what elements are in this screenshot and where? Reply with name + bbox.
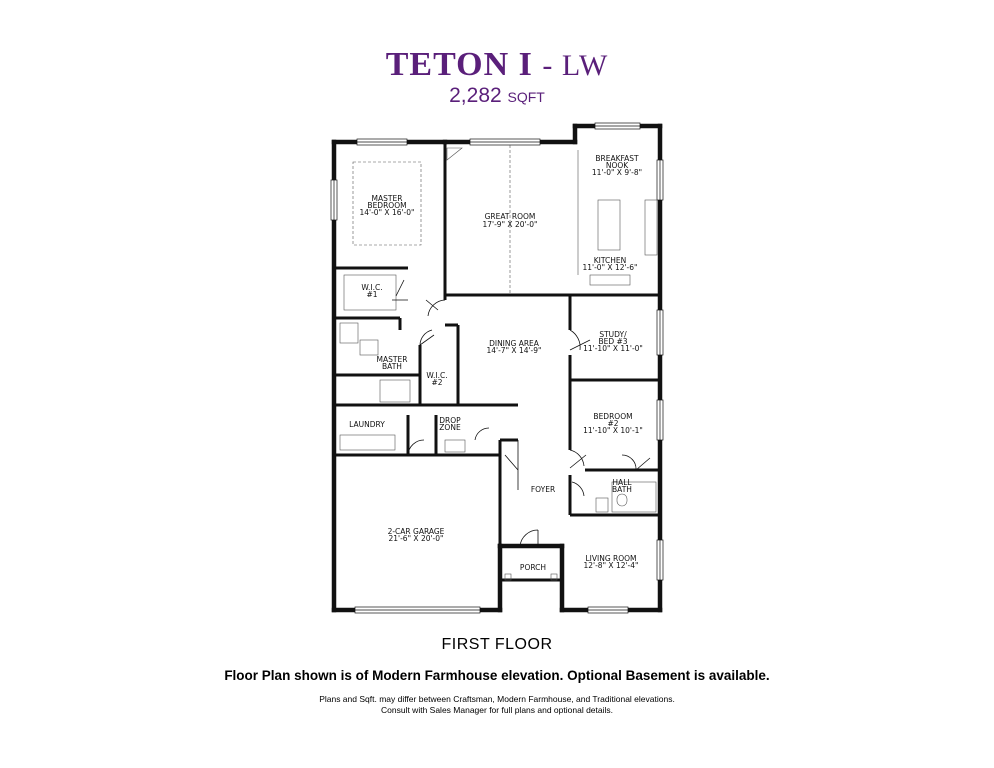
room-living-room: LIVING ROOM 12'-8" X 12'-4" <box>584 554 639 570</box>
svg-text:GREAT ROOM: GREAT ROOM <box>485 212 536 221</box>
fine-print-line-2: Consult with Sales Manager for full plan… <box>381 705 613 715</box>
svg-text:#2: #2 <box>607 419 618 428</box>
svg-text:BEDROOM: BEDROOM <box>593 412 632 421</box>
svg-text:LIVING ROOM: LIVING ROOM <box>585 554 636 563</box>
svg-text:11'-0" X 12'-6": 11'-0" X 12'-6" <box>583 263 638 272</box>
svg-text:STUDY/: STUDY/ <box>599 330 627 339</box>
svg-text:KITCHEN: KITCHEN <box>594 256 627 265</box>
svg-text:14'-7" X 14'-9": 14'-7" X 14'-9" <box>487 346 542 355</box>
room-porch: PORCH <box>520 563 546 572</box>
svg-text:HALL: HALL <box>612 478 632 487</box>
svg-text:LAUNDRY: LAUNDRY <box>349 420 385 429</box>
svg-text:DROP: DROP <box>439 416 461 425</box>
room-kitchen: KITCHEN 11'-0" X 12'-6" <box>583 256 638 272</box>
svg-text:11'-0" X 9'-8": 11'-0" X 9'-8" <box>592 168 642 177</box>
svg-text:BATH: BATH <box>612 485 632 494</box>
door-swings <box>392 279 651 547</box>
room-laundry: LAUNDRY <box>349 420 385 429</box>
square-footage: 2,282 SQFT <box>0 84 994 108</box>
elevation-note: Floor Plan shown is of Modern Farmhouse … <box>224 668 770 683</box>
svg-text:PORCH: PORCH <box>520 563 546 572</box>
sqft-value: 2,282 <box>449 84 502 107</box>
svg-text:W.I.C.: W.I.C. <box>361 283 382 292</box>
svg-text:11'-10" X 11'-0": 11'-10" X 11'-0" <box>583 344 643 353</box>
interior-walls <box>334 142 660 582</box>
room-drop-zone: DROP ZONE <box>439 416 461 432</box>
floor-label: FIRST FLOOR <box>441 636 553 653</box>
svg-text:11'-10" X 10'-1": 11'-10" X 10'-1" <box>583 426 643 435</box>
plan-title: TETON I - LW <box>0 46 994 84</box>
room-hall-bath: HALL BATH <box>612 478 632 494</box>
room-great-room: GREAT ROOM 17'-9" X 20'-0" <box>483 212 538 229</box>
windows <box>330 122 664 614</box>
fine-print-line-1: Plans and Sqft. may differ between Craft… <box>319 694 675 704</box>
svg-text:#2: #2 <box>431 378 442 387</box>
svg-text:MASTER: MASTER <box>377 355 408 364</box>
svg-text:MASTER: MASTER <box>372 194 403 203</box>
room-master-bath: MASTER BATH <box>377 355 408 371</box>
plan-suffix: - LW <box>542 49 609 82</box>
svg-text:FOYER: FOYER <box>531 485 555 494</box>
svg-text:BEDROOM: BEDROOM <box>367 201 406 210</box>
svg-text:14'-0" X 16'-0": 14'-0" X 16'-0" <box>360 208 415 217</box>
svg-text:ZONE: ZONE <box>439 423 461 432</box>
svg-text:BREAKFAST: BREAKFAST <box>595 154 639 163</box>
svg-text:21'-6" X 20'-0": 21'-6" X 20'-0" <box>389 534 444 543</box>
room-breakfast-nook: BREAKFAST NOOK 11'-0" X 9'-8" <box>592 154 642 177</box>
svg-text:BED #3: BED #3 <box>598 337 627 346</box>
svg-text:12'-8" X 12'-4": 12'-8" X 12'-4" <box>584 561 639 570</box>
room-foyer: FOYER <box>531 485 555 494</box>
room-master-bedroom: MASTER BEDROOM 14'-0" X 16'-0" <box>360 194 415 217</box>
room-wic-1: W.I.C. #1 <box>361 283 382 299</box>
plan-name: TETON I <box>385 46 533 83</box>
sqft-unit: SQFT <box>507 89 545 105</box>
room-garage: 2-CAR GARAGE 21'-6" X 20'-0" <box>388 527 445 543</box>
svg-text:DINING AREA: DINING AREA <box>489 339 540 348</box>
svg-text:NOOK: NOOK <box>606 161 629 170</box>
room-study: STUDY/ BED #3 11'-10" X 11'-0" <box>583 330 643 353</box>
room-wic-2: W.I.C. #2 <box>426 371 447 387</box>
svg-text:W.I.C.: W.I.C. <box>426 371 447 380</box>
plan-details <box>339 145 658 581</box>
room-dining-area: DINING AREA 14'-7" X 14'-9" <box>487 339 542 355</box>
svg-text:17'-9" X 20'-0": 17'-9" X 20'-0" <box>483 220 538 229</box>
fine-print: Plans and Sqft. may differ between Craft… <box>0 694 994 716</box>
svg-text:#1: #1 <box>366 290 377 299</box>
svg-text:2-CAR GARAGE: 2-CAR GARAGE <box>388 527 445 536</box>
svg-text:BATH: BATH <box>382 362 402 371</box>
room-bedroom-2: BEDROOM #2 11'-10" X 10'-1" <box>583 412 643 435</box>
